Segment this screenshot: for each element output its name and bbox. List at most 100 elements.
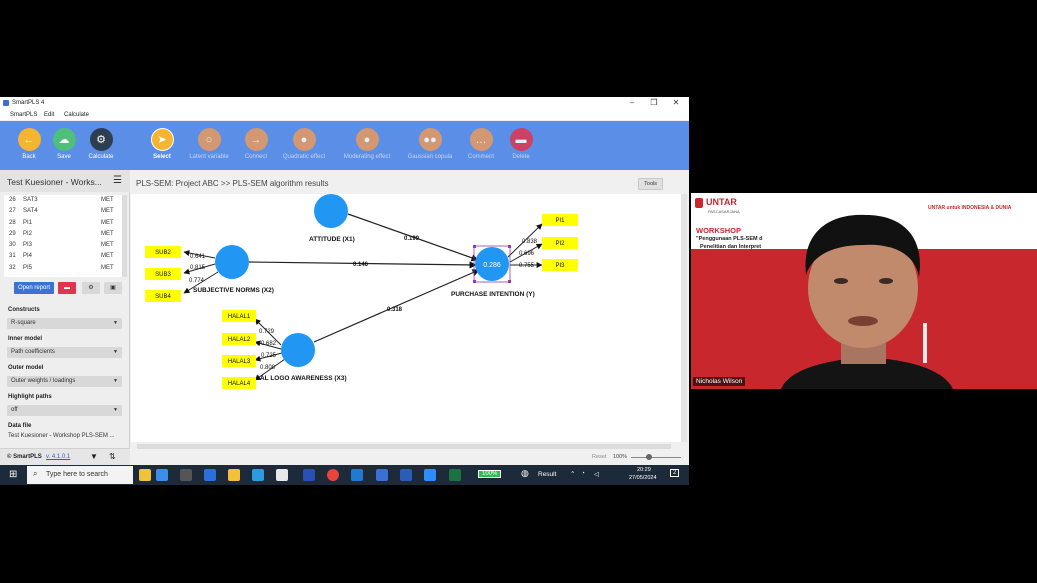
data-file-value[interactable]: Test Kuesioner - Workshop PLS-SEM ... — [8, 433, 115, 439]
indicator-halal4[interactable] — [222, 377, 256, 389]
indicator-sub2[interactable] — [145, 246, 181, 258]
menu-smartpls[interactable]: SmartPLS — [10, 112, 38, 118]
tools-button[interactable]: Tools — [638, 178, 663, 190]
path-attitude-purchase[interactable] — [347, 213, 479, 262]
workspace-title: Test Kuesioner - Works... — [7, 177, 102, 187]
version-link[interactable]: v. 4.1.0.1 — [46, 454, 71, 460]
select-button[interactable]: ➤ Select — [138, 128, 186, 160]
indicator-pi1[interactable] — [542, 214, 578, 226]
zoom-icon[interactable] — [424, 469, 436, 481]
selection-handle[interactable] — [508, 280, 511, 283]
clock-date[interactable]: 27/05/2024 — [629, 475, 657, 481]
task-view-icon[interactable] — [180, 469, 192, 481]
word-icon[interactable] — [400, 469, 412, 481]
outer-model-select[interactable]: Outer weights / loadings▼ — [7, 376, 122, 387]
back-button[interactable]: ← Back — [5, 128, 53, 160]
taskbar-app-icon[interactable] — [303, 469, 315, 481]
outlook-icon[interactable] — [351, 469, 363, 481]
selection-handle[interactable] — [508, 245, 511, 248]
indicator-sub4[interactable] — [145, 290, 181, 302]
latent-variable-button[interactable]: ○ Latent variable — [185, 128, 233, 160]
path-halal-purchase[interactable] — [313, 269, 480, 343]
indicator-halal3[interactable] — [222, 355, 256, 367]
construct-label-halal: LAL LOGO AWARENESS (X3) — [256, 375, 347, 382]
highlight-paths-select[interactable]: off▼ — [7, 405, 122, 416]
loading-value: 0.682 — [261, 341, 277, 347]
menu-icon[interactable]: ☰ — [113, 175, 122, 186]
settings-icon[interactable]: ⚙ — [82, 282, 100, 294]
excel-icon[interactable] — [449, 469, 461, 481]
moderating-effect-button[interactable]: ● Moderating effect — [343, 128, 391, 160]
presenter-video — [781, 214, 953, 389]
construct-halal-logo-awareness[interactable] — [281, 333, 315, 367]
quadratic-effect-button[interactable]: ● Quadratic effect — [280, 128, 328, 160]
untar-brand: UNTAR — [706, 197, 737, 207]
filter-icon[interactable]: ▼ — [90, 452, 98, 461]
volume-icon[interactable]: ◁ — [594, 471, 599, 478]
canvas-vertical-scrollbar[interactable] — [681, 194, 687, 442]
close-button[interactable]: ✕ — [672, 98, 680, 107]
zoom-slider[interactable] — [631, 457, 681, 458]
smartpls-icon[interactable] — [376, 469, 388, 481]
construct-purchase-intention[interactable] — [475, 247, 509, 281]
selection-handle[interactable] — [473, 245, 476, 248]
open-report-button[interactable]: Open report — [14, 282, 54, 294]
edge-icon[interactable] — [252, 469, 264, 481]
menu-edit[interactable]: Edit — [44, 112, 55, 118]
indicator-sub3[interactable] — [145, 268, 181, 280]
windows-start-icon[interactable]: ⊞ — [9, 469, 18, 480]
taskbar-search[interactable]: ⌕ Type here to search — [27, 466, 133, 484]
constructs-select[interactable]: R-square▼ — [7, 318, 122, 329]
delete-button[interactable]: ▬ Delete — [497, 128, 545, 160]
indicator-halal2[interactable] — [222, 333, 256, 345]
menu-calculate[interactable]: Calculate — [64, 112, 90, 118]
save-button[interactable]: ☁ Save — [40, 128, 88, 160]
taskbar-app-icon[interactable] — [139, 469, 151, 481]
indicator-halal1[interactable] — [222, 310, 256, 322]
indicator-pi2[interactable] — [542, 237, 578, 249]
gaussian-copula-button[interactable]: ●● Gaussian copula — [406, 128, 454, 160]
indicator-pi3[interactable] — [542, 259, 578, 271]
zoom-slider-thumb[interactable] — [646, 454, 652, 460]
store-icon[interactable] — [276, 469, 288, 481]
arrow-right-icon: → — [244, 128, 268, 151]
file-explorer-icon[interactable] — [228, 469, 240, 481]
taskbar-app-icon[interactable] — [156, 469, 168, 481]
tray-chevron-icon[interactable]: ⌃ — [570, 471, 576, 478]
construct-subjective-norms[interactable] — [215, 245, 249, 279]
construct-attitude[interactable] — [314, 194, 348, 228]
reset-button[interactable]: Reset — [592, 454, 607, 460]
model-canvas[interactable]: 0.286 ATTITUDE (X1) SUBJECTIVE NORMS (X2… — [131, 194, 681, 442]
selection-handle[interactable] — [473, 280, 476, 283]
canvas-horizontal-scrollbar[interactable] — [137, 444, 671, 449]
list-scrollbar[interactable] — [122, 195, 127, 277]
path-subjective-purchase[interactable] — [248, 261, 477, 269]
minimize-button[interactable]: – — [629, 98, 635, 107]
connect-button[interactable]: → Connect — [232, 128, 280, 160]
comment-button[interactable]: … Comment — [457, 128, 505, 160]
result-label[interactable]: Result — [538, 471, 557, 478]
maximize-button[interactable]: ❐ — [650, 98, 658, 107]
sort-icon[interactable]: ⇅ — [109, 452, 116, 461]
export-icon[interactable]: ▣ — [104, 282, 122, 294]
clock-time[interactable]: 20:29 — [637, 467, 651, 473]
notification-badge[interactable]: 2 — [670, 469, 680, 477]
taskbar-app-icon[interactable] — [204, 469, 216, 481]
loading-line — [254, 340, 282, 350]
inner-model-select[interactable]: Path coefficients▼ — [7, 347, 122, 358]
wifi-icon[interactable]: ◔ — [581, 470, 585, 477]
calculate-button[interactable]: ⚙ Calculate — [77, 128, 125, 160]
loading-line — [254, 358, 286, 381]
result-icon: ◍ — [521, 468, 529, 478]
trash-icon[interactable]: ▬ — [58, 282, 76, 294]
chrome-icon[interactable] — [327, 469, 339, 481]
